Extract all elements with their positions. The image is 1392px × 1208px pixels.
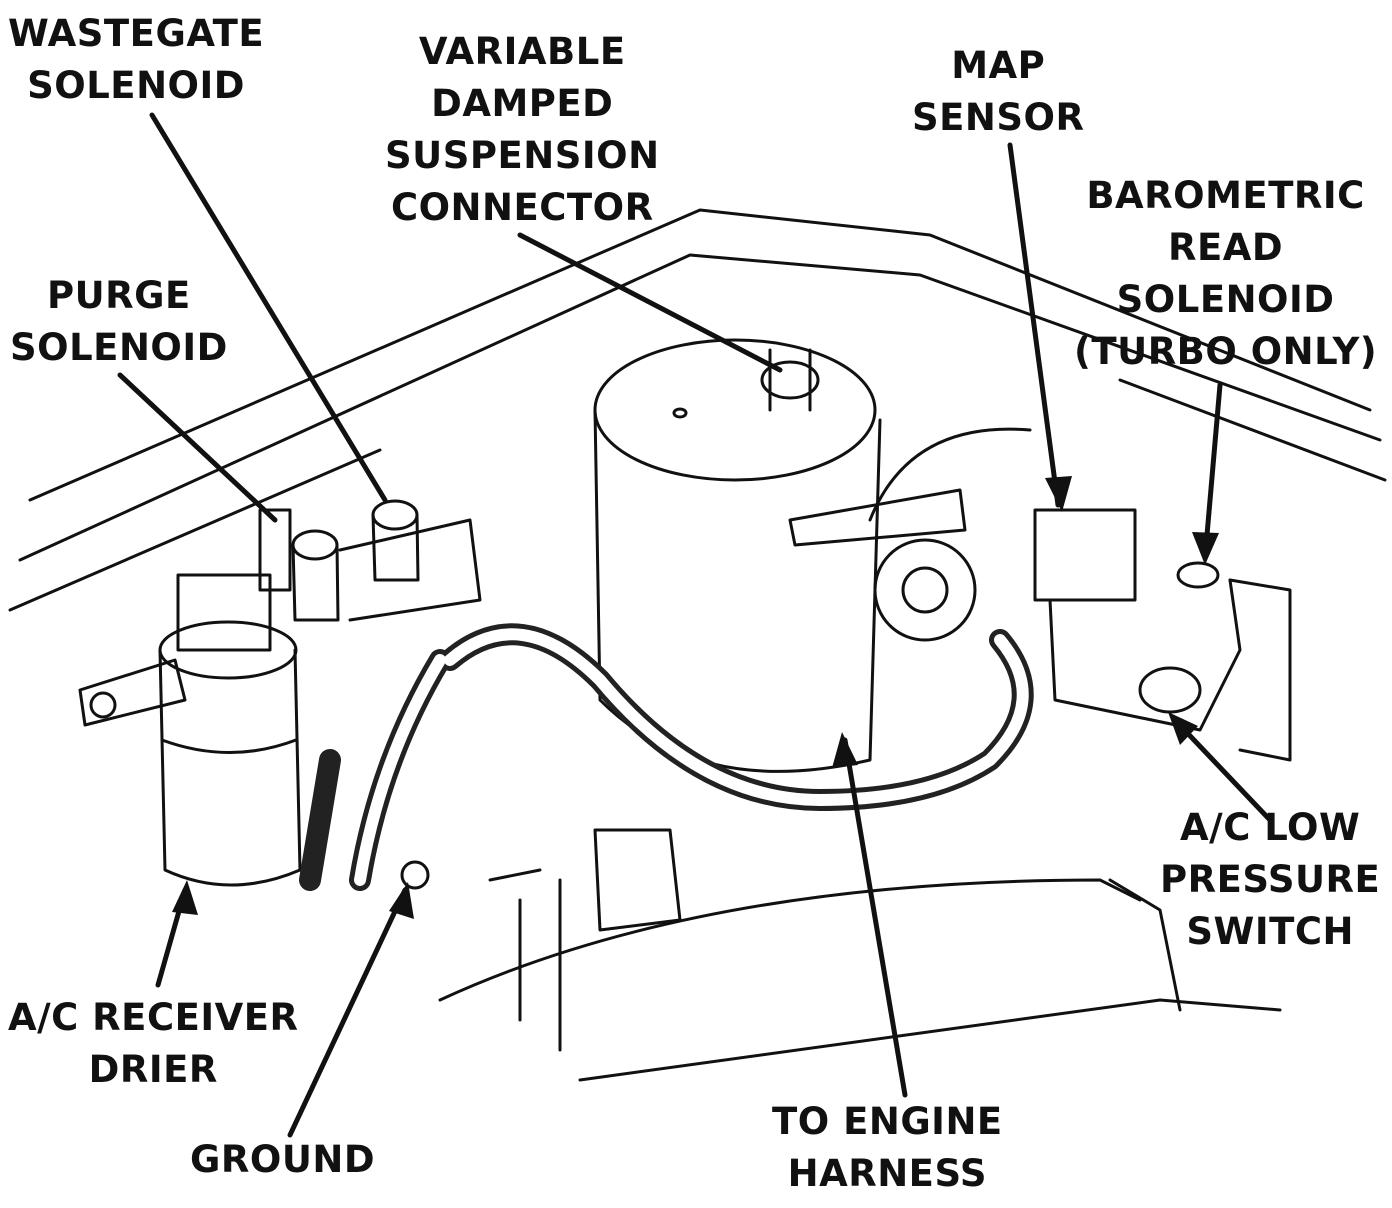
label-purge-solenoid: PURGE SOLENOID (10, 270, 228, 374)
label-line: VARIABLE (418, 30, 626, 73)
label-line: HARNESS (787, 1152, 988, 1195)
label-line: CONNECTOR (390, 186, 654, 229)
leader-map (1007, 142, 1061, 508)
label-ac-receiver-drier: A/C RECEIVER DRIER (8, 992, 299, 1096)
arrowhead (172, 880, 198, 915)
ground-stud (400, 860, 430, 890)
label-line: READ (1168, 226, 1284, 269)
label-line: GROUND (190, 1138, 376, 1181)
label-line: MAP (951, 44, 1046, 87)
label-line: SOLENOID (10, 326, 228, 369)
radiator-support (438, 828, 1282, 1082)
label-ground: GROUND (190, 1134, 375, 1186)
label-line: SWITCH (1186, 910, 1354, 953)
leader-purge (117, 372, 278, 523)
arrowhead (1045, 476, 1072, 512)
leader-variable (517, 232, 783, 373)
label-line: BAROMETRIC (1086, 174, 1365, 217)
leader-engine (842, 737, 908, 1098)
label-ac-low-pressure-switch: A/C LOW PRESSURE SWITCH (1160, 802, 1380, 958)
leader-ground (287, 887, 408, 1138)
label-line: A/C LOW (1180, 806, 1361, 849)
label-line: DAMPED (431, 82, 614, 125)
solenoid-cluster (258, 499, 482, 622)
label-variable-damped-suspension-connector: VARIABLE DAMPED SUSPENSION CONNECTOR (385, 26, 660, 234)
fender-rail (8, 208, 1387, 612)
label-to-engine-harness: TO ENGINE HARNESS (772, 1096, 1003, 1200)
turbo-assembly (788, 427, 1292, 762)
wiring-harness (299, 623, 1034, 891)
label-line: SUSPENSION (385, 134, 660, 177)
label-line: SOLENOID (27, 64, 245, 107)
arrowhead (832, 732, 858, 768)
leader-ac-low (1172, 717, 1273, 823)
label-line: PRESSURE (1160, 858, 1381, 901)
label-line: TO ENGINE (772, 1100, 1003, 1143)
leader-wastegate (149, 112, 388, 503)
label-line: (TURBO ONLY) (1074, 330, 1378, 373)
label-line: SOLENOID (1116, 278, 1335, 321)
arrowhead (1168, 712, 1198, 745)
leader-barometric (1202, 382, 1223, 561)
label-line: WASTEGATE (8, 12, 265, 55)
label-map-sensor: MAP SENSOR (912, 40, 1084, 144)
label-line: SENSOR (912, 96, 1085, 139)
ac-receiver-drier-drawing (78, 573, 302, 887)
label-wastegate-solenoid: WASTEGATE SOLENOID (8, 8, 264, 112)
label-line: A/C RECEIVER (8, 996, 299, 1039)
arrowhead (389, 882, 414, 919)
label-line: PURGE (47, 274, 191, 317)
label-barometric-read-solenoid: BAROMETRIC READ SOLENOID (TURBO ONLY) (1074, 170, 1377, 378)
arrowhead (1192, 532, 1219, 565)
label-line: DRIER (88, 1048, 218, 1091)
